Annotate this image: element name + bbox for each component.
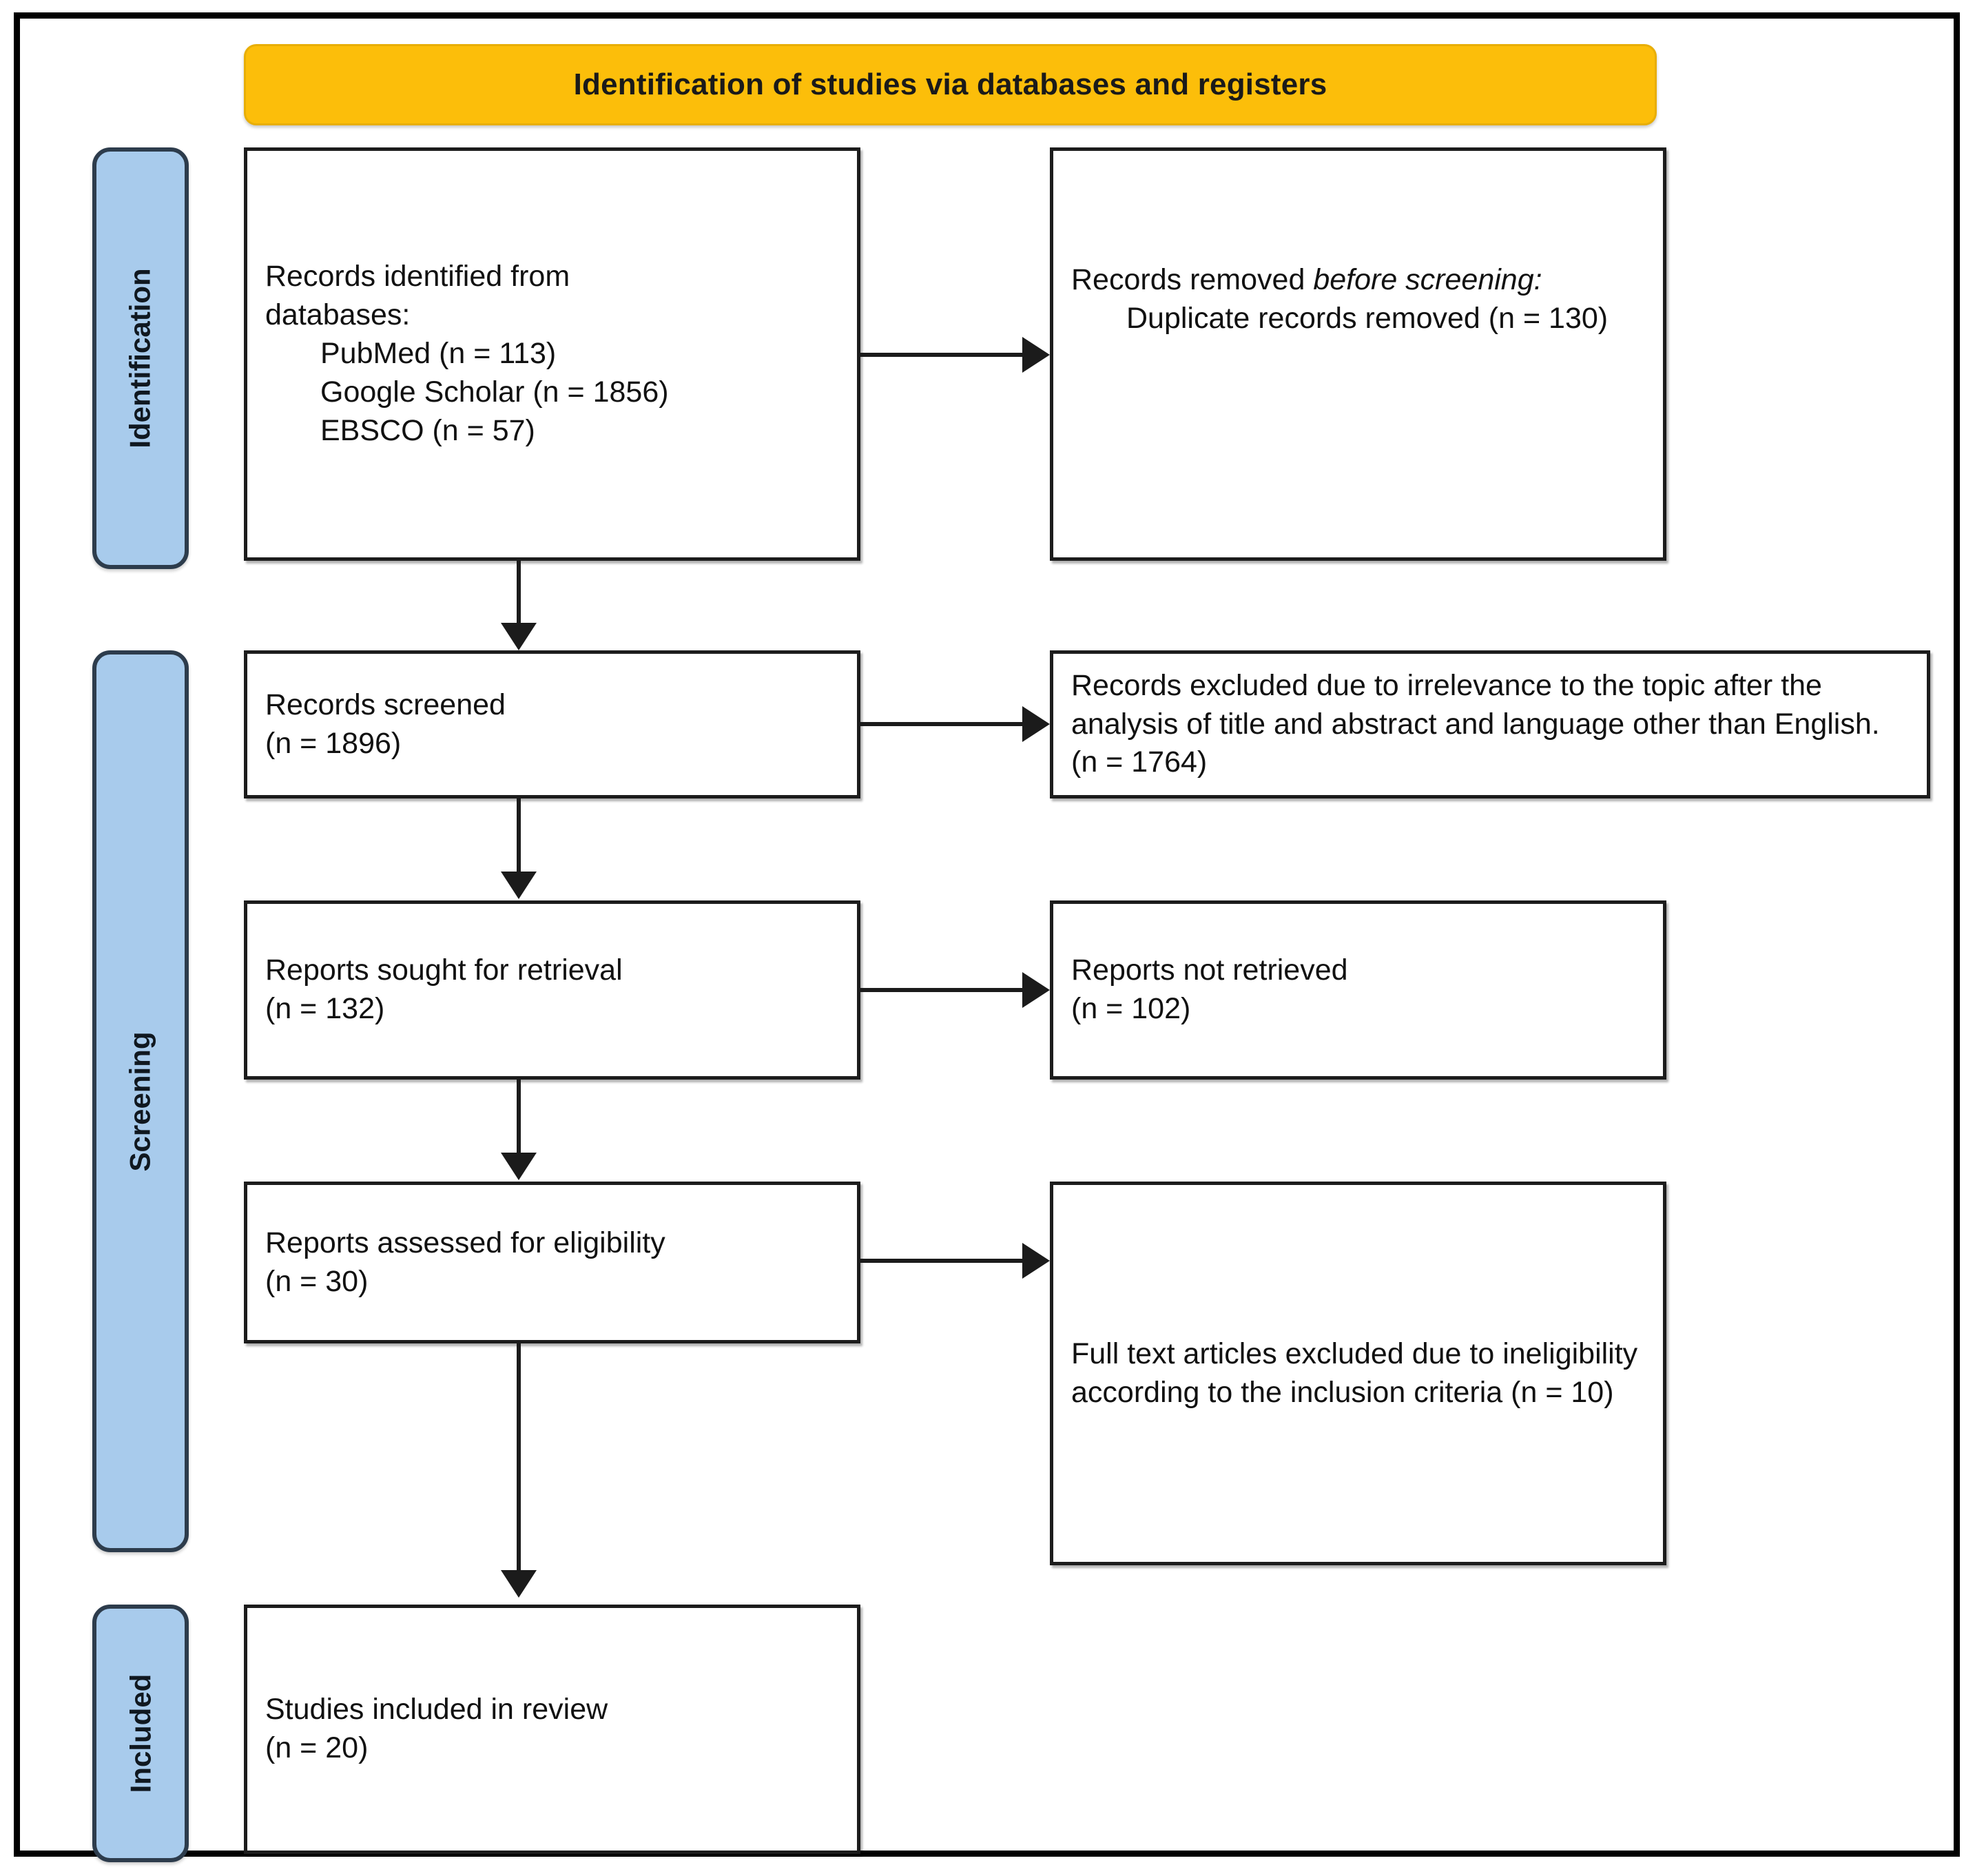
records-identified-source-google-scholar: Google Scholar (n = 1856) [320,375,669,409]
arrowhead-assessed-to-included [501,1570,537,1598]
sidebar-stage-label-screening: Screening [124,1031,157,1172]
records-removed-lead-colon: : [1533,263,1542,296]
sidebar-stage-included: Included [92,1605,189,1862]
records-screened-line2: (n = 1896) [265,726,402,760]
box-reports-assessed: Reports assessed for eligibility (n = 30… [244,1182,860,1343]
sidebar-stage-identification: Identification [92,147,189,569]
reports-not-retrieved-line1: Reports not retrieved [1071,954,1348,987]
sidebar-stage-label-included: Included [124,1673,156,1793]
connector-identified-to-screened [517,561,521,632]
box-reports-not-retrieved: Reports not retrieved (n = 102) [1050,900,1666,1080]
connector-screened-to-excluded [860,722,1022,726]
reports-assessed-line1: Reports assessed for eligibility [265,1226,665,1259]
sidebar-stage-screening: Screening [92,650,189,1552]
banner-title: Identification of studies via databases … [573,68,1327,101]
fulltext-excluded-text: Full text articles excluded due to ineli… [1071,1337,1638,1409]
box-records-excluded: Records excluded due to irrelevance to t… [1050,650,1930,798]
box-records-screened: Records screened (n = 1896) [244,650,860,798]
connector-assessed-to-included [517,1343,521,1578]
box-fulltext-excluded: Full text articles excluded due to ineli… [1050,1182,1666,1565]
arrowhead-assessed-to-fulltext-excluded [1022,1243,1050,1279]
records-identified-line1: Records identified from [265,260,570,293]
arrowhead-screened-to-excluded [1022,706,1050,742]
arrowhead-sought-to-assessed [501,1153,537,1180]
records-identified-source-ebsco: EBSCO (n = 57) [320,413,535,447]
studies-included-line1: Studies included in review [265,1693,608,1726]
connector-screened-to-sought [517,798,521,880]
stage-banner-identification: Identification of studies via databases … [244,44,1657,125]
records-identified-source-pubmed: PubMed (n = 113) [320,336,557,370]
records-identified-line2: databases: [265,298,411,331]
reports-assessed-line2: (n = 30) [265,1264,369,1298]
connector-identified-to-removed [860,353,1022,357]
box-studies-included: Studies included in review (n = 20) [244,1605,860,1854]
records-removed-lead-plain: Records removed [1071,263,1314,296]
records-excluded-text: Records excluded due to irrelevance to t… [1071,668,1880,779]
sidebar-stage-label-identification: Identification [124,268,156,449]
box-records-removed: Records removed before screening: Duplic… [1050,147,1666,561]
records-screened-line1: Records screened [265,688,506,721]
arrowhead-identified-to-screened [501,623,537,650]
reports-not-retrieved-line2: (n = 102) [1071,992,1191,1025]
connector-assessed-to-fulltext-excluded [860,1259,1022,1263]
arrowhead-identified-to-removed [1022,337,1050,373]
diagram-frame: Identification of studies via databases … [14,12,1960,1862]
connector-sought-to-assessed [517,1080,521,1161]
records-removed-item-duplicates: Duplicate records removed (n = 130) [1126,301,1609,335]
box-reports-sought: Reports sought for retrieval (n = 132) [244,900,860,1080]
arrowhead-screened-to-sought [501,872,537,899]
box-records-identified: Records identified from databases: PubMe… [244,147,860,561]
records-removed-lead-italic: before screening [1313,263,1534,296]
reports-sought-line1: Reports sought for retrieval [265,954,623,987]
studies-included-line2: (n = 20) [265,1731,369,1764]
reports-sought-line2: (n = 132) [265,992,385,1025]
connector-sought-to-not-retrieved [860,988,1022,992]
arrowhead-sought-to-not-retrieved [1022,972,1050,1008]
